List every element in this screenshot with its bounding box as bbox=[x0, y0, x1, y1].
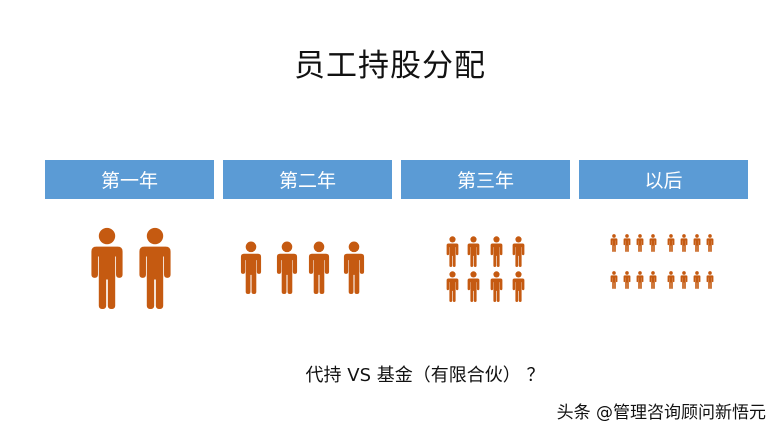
stage-header-later: 以后 bbox=[579, 160, 748, 199]
person-icon bbox=[340, 241, 368, 298]
person-icon bbox=[648, 271, 658, 293]
person-icon bbox=[692, 234, 702, 256]
person-icon bbox=[609, 234, 619, 256]
person-icon bbox=[89, 227, 125, 313]
watermark-text: 头条 @管理咨询顾问新悟元 bbox=[556, 403, 766, 423]
person-icon bbox=[465, 236, 482, 271]
stage-header-year-3: 第三年 bbox=[401, 160, 570, 199]
person-icon bbox=[705, 271, 715, 293]
person-icon bbox=[273, 241, 301, 298]
person-icon bbox=[679, 234, 689, 256]
person-icon bbox=[510, 271, 527, 306]
person-icon bbox=[444, 271, 461, 306]
person-icon bbox=[237, 241, 265, 298]
person-icon bbox=[444, 236, 461, 271]
person-icon bbox=[648, 234, 658, 256]
person-icon bbox=[666, 271, 676, 293]
person-icon bbox=[137, 227, 173, 313]
person-icon bbox=[465, 271, 482, 306]
person-icon bbox=[692, 271, 702, 293]
person-icon bbox=[635, 234, 645, 256]
person-icon bbox=[510, 236, 527, 271]
person-icon bbox=[622, 271, 632, 293]
person-icon bbox=[488, 236, 505, 271]
slide-title: 员工持股分配 bbox=[294, 48, 486, 84]
stage-header-year-2: 第二年 bbox=[223, 160, 392, 199]
question-text: 代持 VS 基金（有限合伙） ？ bbox=[305, 365, 545, 386]
person-icon bbox=[305, 241, 333, 298]
person-icon bbox=[488, 271, 505, 306]
person-icon bbox=[622, 234, 632, 256]
person-icon bbox=[666, 234, 676, 256]
person-icon bbox=[679, 271, 689, 293]
stage-header-year-1: 第一年 bbox=[45, 160, 214, 199]
person-icon bbox=[609, 271, 619, 293]
person-icon bbox=[635, 271, 645, 293]
person-icon bbox=[705, 234, 715, 256]
